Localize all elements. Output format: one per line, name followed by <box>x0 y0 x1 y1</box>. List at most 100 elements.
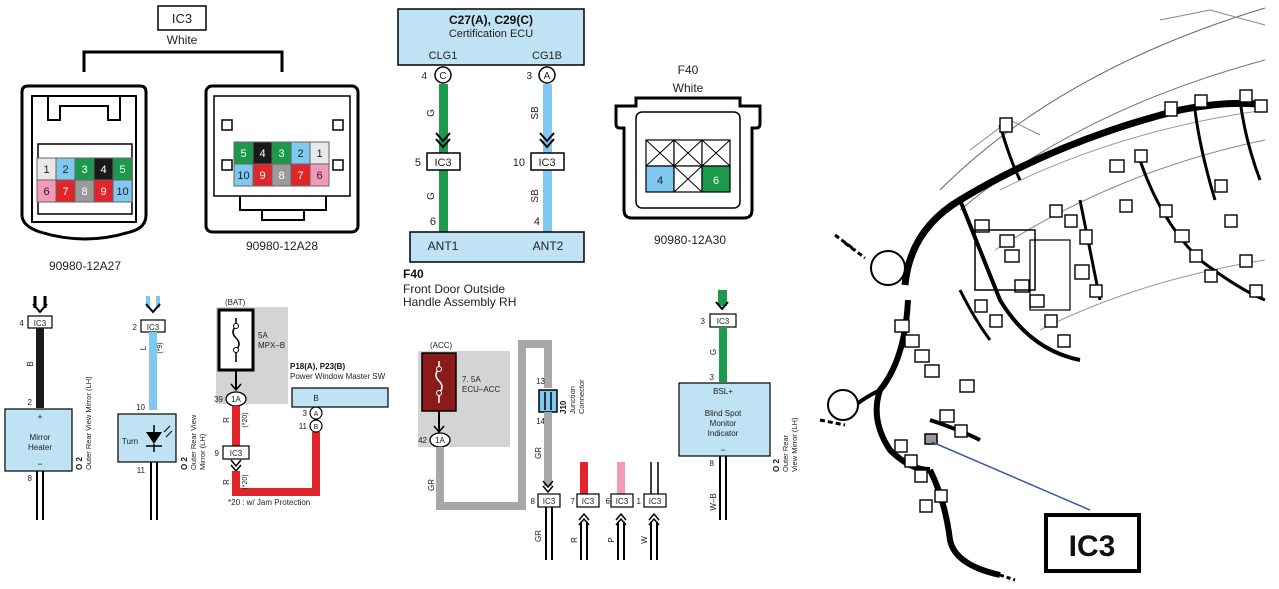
svg-text:13: 13 <box>536 377 545 386</box>
turn-note: (*9) <box>157 342 164 353</box>
turn-wire-label: L <box>139 345 148 350</box>
ic3-left-pin-label: 6 <box>43 186 49 198</box>
f40-empty-cavity <box>701 139 731 167</box>
turn-ic3-pin: 2 <box>133 323 138 332</box>
chevron-down-icon <box>542 480 554 494</box>
harness-connector <box>919 499 933 513</box>
svg-text:−: − <box>37 459 42 469</box>
ic3-right-pin-cell <box>309 163 330 187</box>
turn-group: IC3 2 L (*9) 10 Turn 11 O 2 Outer Rear V… <box>117 296 207 520</box>
svg-text:O 2: O 2 <box>180 457 189 470</box>
svg-text:A: A <box>314 411 319 418</box>
f40-empty-cavity <box>673 165 703 193</box>
harness-connector <box>1194 94 1208 108</box>
pin-circle-right <box>538 66 556 84</box>
f40-pin-left: 6 <box>430 216 436 228</box>
svg-text:MPX–B: MPX–B <box>258 341 285 350</box>
f40-code: F40 <box>403 267 424 281</box>
gray-wire <box>544 412 552 486</box>
power-window-sw-box <box>291 387 389 408</box>
harness-connector <box>914 469 928 483</box>
pin-circle-left <box>434 66 452 84</box>
svg-text:IC3: IC3 <box>649 497 662 506</box>
f40-name-line2: Handle Assembly RH <box>403 295 516 309</box>
svg-text:7. 5A: 7. 5A <box>462 375 481 384</box>
ic3-box <box>537 493 561 508</box>
svg-text:Outer Rear View Mirror (LH): Outer Rear View Mirror (LH) <box>84 376 93 470</box>
chevron-down-icon <box>230 383 242 392</box>
footnote-jam: *20 : w/ Jam Protection <box>228 498 310 507</box>
ic3-left-pin-label: 1 <box>43 164 49 176</box>
svg-text:IC3: IC3 <box>616 497 629 506</box>
ic3-left-pin-label: 10 <box>116 186 128 198</box>
svg-text:Monitor: Monitor <box>710 419 737 428</box>
ic3-pin-left: 5 <box>415 157 421 169</box>
green-wire <box>719 327 727 382</box>
harness-connector <box>1134 149 1148 163</box>
ic3-right-pin-label: 5 <box>240 148 246 160</box>
svg-text:+: + <box>37 412 42 422</box>
callout-leader <box>931 441 1091 511</box>
ic3-right-pin-label: 7 <box>297 170 303 182</box>
harness-connector <box>1224 214 1238 228</box>
f40-pin-label: 6 <box>713 175 719 187</box>
harness-connector <box>1189 249 1203 263</box>
harness-connector <box>1064 214 1078 228</box>
turn-pin-bottom: 11 <box>137 466 146 475</box>
turn-label: Turn <box>122 437 138 446</box>
ic3-box <box>610 493 634 508</box>
mirror-pin-bottom: 8 <box>28 474 33 483</box>
ic3-box <box>222 445 250 460</box>
harness-connector <box>1109 159 1125 173</box>
harness-connector <box>1057 334 1071 348</box>
harness-connector <box>894 319 910 333</box>
svg-text:Heater: Heater <box>28 443 52 452</box>
svg-text:W: W <box>640 536 649 544</box>
f40-pin-label: 4 <box>657 175 663 187</box>
bat-label: (BAT) <box>225 298 246 307</box>
mirror-ic3-pin: 4 <box>20 319 25 328</box>
harness-connector <box>1174 229 1190 243</box>
harness-connector <box>894 439 908 453</box>
junction-block <box>974 229 1036 291</box>
ic3-left-pin-label: 5 <box>119 164 125 176</box>
ic3-right-pin-label: 10 <box>237 170 249 182</box>
ic3-name: IC3 <box>172 11 192 26</box>
harness-connector <box>904 334 920 348</box>
red-wire <box>580 462 588 494</box>
svg-text:3: 3 <box>701 317 706 326</box>
chevron-down-icon <box>539 132 555 149</box>
ic3-box-right <box>530 152 565 171</box>
harness-connector <box>939 409 955 423</box>
svg-text:IC3: IC3 <box>34 319 47 328</box>
svg-text:8: 8 <box>710 459 715 468</box>
ic3-callout-box <box>1044 513 1141 573</box>
led-icon <box>146 432 162 444</box>
svg-text:Mirror: Mirror <box>30 433 51 442</box>
f40-term-right: ANT2 <box>533 239 564 253</box>
bat-group: (BAT) 5A MPX–B 1A 39 R (*20) IC3 9 R (*2… <box>214 298 389 507</box>
harness-connector <box>1074 264 1090 280</box>
blind-spot-group: IC3 3 G 3 BSL+ Blind Spot Monitor Indica… <box>678 290 799 520</box>
junction-connector-j10 <box>538 389 558 413</box>
pin-left-number: 4 <box>421 71 427 82</box>
ic3-label-right: IC3 <box>538 157 555 169</box>
green-wire <box>718 290 727 306</box>
black-wire <box>36 328 44 408</box>
wire-g-lower: G <box>426 192 437 200</box>
pin-right-code: A <box>544 71 551 82</box>
svg-text:IC3: IC3 <box>230 449 243 458</box>
main-harness <box>901 99 1266 286</box>
ic3-name-box <box>157 5 207 31</box>
pw-name: Power Window Master SW <box>290 372 386 381</box>
chevron-down-icon <box>435 132 451 149</box>
chevron-down-icon <box>32 303 48 314</box>
cert-ecu-terminal-right: CG1B <box>532 50 562 62</box>
ic3-left-pin-label: 8 <box>81 186 87 198</box>
svg-text:9: 9 <box>215 449 220 458</box>
svg-text:IC3: IC3 <box>582 497 595 506</box>
blind-spot-indicator-box <box>678 382 771 457</box>
